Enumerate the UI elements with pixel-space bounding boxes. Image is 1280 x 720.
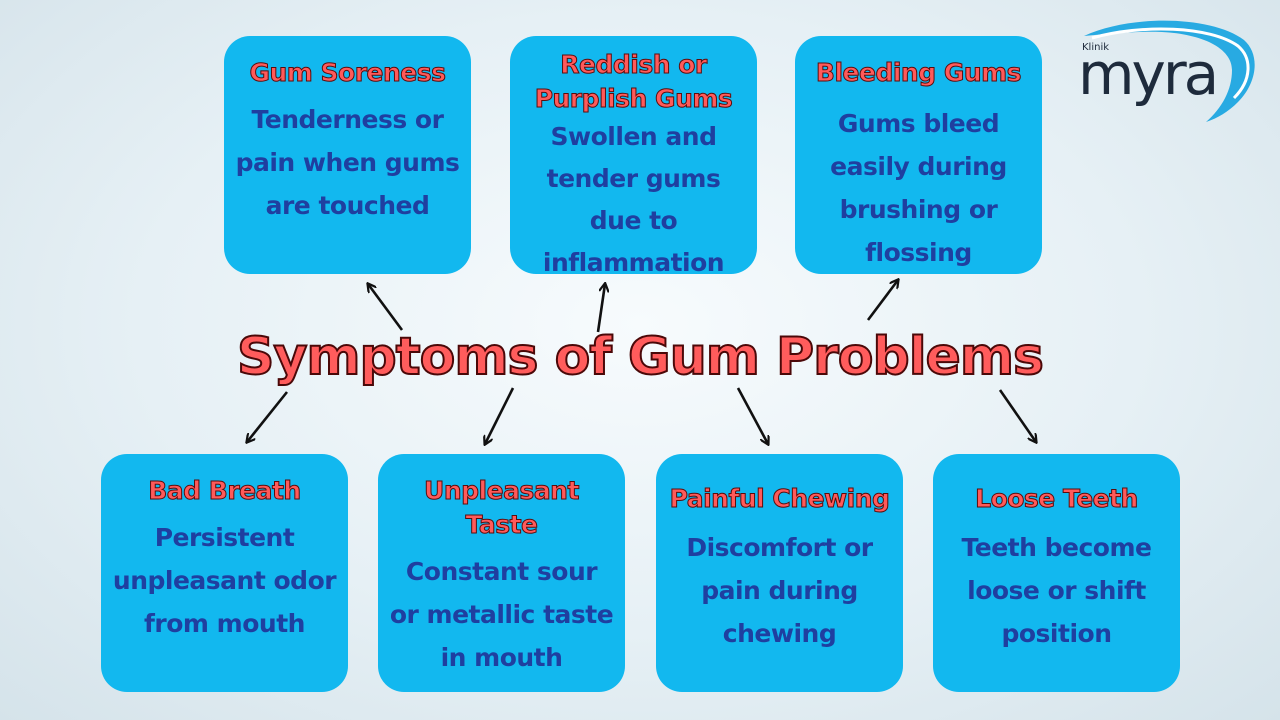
card-description: Constant sour or metallic taste in mouth bbox=[389, 557, 614, 672]
card-loose-teeth: Loose Teeth Teeth become loose or shift … bbox=[933, 454, 1180, 692]
card-description: Gums bleed easily during brushing or flo… bbox=[830, 109, 1007, 267]
card-title: Painful Chewing bbox=[669, 484, 890, 514]
card-description: Tenderness or pain when gums are touched bbox=[235, 105, 460, 220]
card-gum-soreness: Gum Soreness Tenderness or pain when gum… bbox=[224, 36, 471, 274]
logo-myra-text: myra bbox=[1078, 40, 1219, 108]
arrow-to-unpleasant-taste bbox=[485, 387, 515, 444]
card-painful-chewing: Painful Chewing Discomfort or pain durin… bbox=[656, 454, 903, 692]
arrow-to-reddish-gums bbox=[596, 284, 605, 333]
card-title: Gum Soreness bbox=[249, 58, 447, 88]
card-unpleasant-taste: Unpleasant Taste Constant sour or metall… bbox=[378, 454, 625, 692]
arrow-to-painful-chewing bbox=[736, 387, 768, 444]
arrow-to-bad-breath bbox=[247, 391, 289, 442]
card-title: Bad Breath bbox=[148, 476, 302, 506]
logo-swoosh bbox=[1084, 20, 1255, 123]
arrow-to-gum-soreness bbox=[368, 284, 404, 331]
diagram-title: Symptoms of Gum Problems bbox=[236, 326, 1045, 388]
card-title: Loose Teeth bbox=[975, 484, 1139, 514]
card-description: Teeth become loose or shift position bbox=[961, 533, 1152, 648]
card-description: Discomfort or pain during chewing bbox=[686, 533, 873, 648]
klinik-myra-logo: Klinik myra bbox=[1062, 18, 1262, 128]
card-bleeding-gums: Bleeding Gums Gums bleed easily during b… bbox=[795, 36, 1042, 274]
card-description: Persistent unpleasant odor from mouth bbox=[112, 523, 337, 638]
card-description: Swollen and tender gums due to inflammat… bbox=[542, 122, 725, 277]
arrow-to-bleeding-gums bbox=[866, 280, 898, 321]
arrow-to-loose-teeth bbox=[998, 389, 1036, 442]
card-title: Unpleasant Taste bbox=[424, 476, 580, 540]
logo-klinik-text: Klinik bbox=[1082, 42, 1110, 53]
card-title: Reddish or Purplish Gums bbox=[534, 50, 733, 114]
card-title: Bleeding Gums bbox=[815, 58, 1022, 88]
card-reddish-purplish-gums: Reddish or Purplish Gums Swollen and ten… bbox=[510, 36, 757, 277]
card-bad-breath: Bad Breath Persistent unpleasant odor fr… bbox=[101, 454, 348, 692]
